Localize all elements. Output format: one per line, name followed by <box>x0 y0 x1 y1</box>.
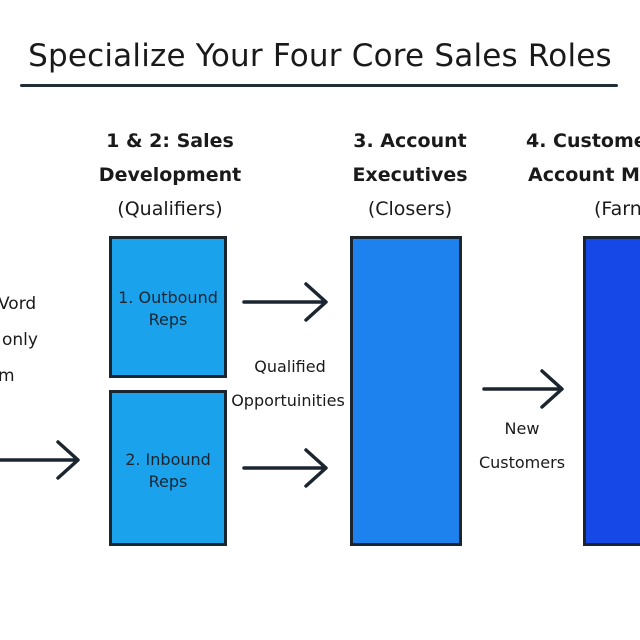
column-2-heading-line-1: 3. Account <box>353 130 467 152</box>
column-1-heading-line-2: Development <box>98 164 242 186</box>
column-3-heading-line-1: 4. Customer <box>526 130 640 152</box>
outbound-reps-box: 1. Outbound Reps <box>109 236 227 378</box>
left-partial-line-1: Vord <box>0 294 37 314</box>
qualified-label-line-1: Qualified <box>254 357 326 376</box>
diagram-title: Specialize Your Four Core Sales Roles <box>28 38 612 74</box>
customer-account-managers-box <box>583 236 640 546</box>
inbound-reps-label-line-2: Reps <box>148 472 188 491</box>
arrow-inbound-to-ae <box>242 448 328 488</box>
new-customers-label: New Customers <box>472 412 572 480</box>
column-1-subheading: (Qualifiers) <box>117 198 223 220</box>
column-1-heading-line-1: 1 & 2: Sales <box>106 130 234 152</box>
new-customers-label-line-2: Customers <box>478 453 566 472</box>
arrow-outbound-to-ae <box>242 282 328 322</box>
arrow-into-inbound <box>0 440 80 480</box>
left-partial-text: Vord only m <box>0 286 38 394</box>
outbound-reps-label-line-2: Reps <box>148 310 188 329</box>
column-2-subheading: (Closers) <box>367 198 453 220</box>
account-executives-box <box>350 236 462 546</box>
title-underline <box>20 84 618 87</box>
left-partial-line-2: only <box>2 330 38 350</box>
column-account-executives-heading: 3. Account Executives (Closers) <box>330 124 490 226</box>
new-customers-label-line-1: New <box>504 419 540 438</box>
inbound-reps-box: 2. Inbound Reps <box>109 390 227 546</box>
column-3-heading-line-2: Account M <box>528 164 640 186</box>
qualified-opportunities-label: Qualified Opportuinities <box>228 350 352 418</box>
left-partial-line-3: m <box>0 366 15 386</box>
outbound-reps-label: 1. Outbound Reps <box>112 287 224 331</box>
outbound-reps-label-line-1: 1. Outbound <box>118 288 218 307</box>
inbound-reps-label: 2. Inbound Reps <box>112 449 224 493</box>
qualified-label-line-2: Opportuinities <box>231 391 345 410</box>
column-customer-account-heading: 4. Customer Account M (Farn <box>522 124 640 226</box>
inbound-reps-label-line-1: 2. Inbound <box>125 450 211 469</box>
arrow-ae-to-cam <box>482 369 564 409</box>
column-3-subheading: (Farn <box>594 198 640 220</box>
column-2-heading-line-2: Executives <box>352 164 468 186</box>
column-sales-development-heading: 1 & 2: Sales Development (Qualifiers) <box>90 124 250 226</box>
